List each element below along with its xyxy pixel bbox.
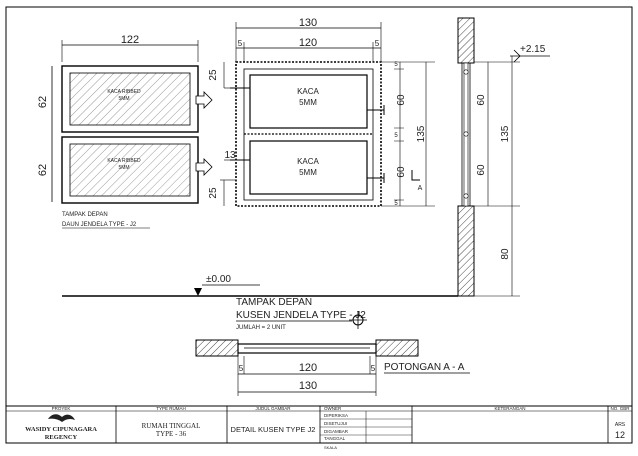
tb-project-line-1: WASIDY CIPUNAGARA <box>25 426 97 433</box>
wall-lower <box>457 205 475 297</box>
tb-row-disetujui: DISETUJUI <box>324 421 347 426</box>
section-a-a: 120 5 5 130 POTONGAN A - A <box>195 339 470 396</box>
side-80-label: 80 <box>500 248 511 260</box>
tb-header-owner: OWNER <box>324 406 342 411</box>
level-marker-icon <box>513 49 521 63</box>
leaf-elevation: 122 62 62 KACA RIBBED 5MM KACA RIBBED 5M… <box>37 34 213 229</box>
floor-level: ±0.00 <box>62 274 458 297</box>
leaf-top-glass-label-1: KACA RIBBED <box>107 89 141 95</box>
tb-sheet-code: ARS <box>615 422 626 428</box>
tb-header-no: NO. GBR <box>610 406 630 411</box>
level-marker-icon <box>194 288 202 296</box>
dim-122-label: 122 <box>121 34 139 46</box>
arrow-icon <box>195 91 213 109</box>
pane-60-top-label: 60 <box>396 94 407 106</box>
frame-caption-title: TAMPAK DEPAN <box>236 297 312 308</box>
frame-pane-top <box>249 74 368 129</box>
section-120-label: 120 <box>299 362 317 374</box>
arrow-icon <box>195 158 213 176</box>
section-5-right: 5 <box>371 364 376 373</box>
dim-62-top-label: 62 <box>37 96 49 108</box>
side-section: 60 60 135 80 +2.15 <box>457 17 550 297</box>
frame-pane-top-label-2: 5MM <box>299 98 317 107</box>
floor-level-label: ±0.00 <box>206 274 231 285</box>
sheet-border <box>5 6 633 444</box>
tb-header-proyek: PROYEK <box>52 406 71 411</box>
leaf-caption-1: TAMPAK DEPAN <box>62 212 108 218</box>
tb-row-skala: SKALA <box>324 445 337 450</box>
pane-60-bottom-label: 60 <box>396 166 407 178</box>
frame-pane-bottom-label-1: KACA <box>297 157 319 166</box>
tb-header-keterangan: KETERANGAN <box>494 406 525 411</box>
title-block: PROYEK TYPE RUMAH JUDUL GAMBAR OWNER KET… <box>6 405 632 443</box>
company-logo-icon <box>48 414 75 422</box>
frame-pane-bottom-label-2: 5MM <box>299 168 317 177</box>
frame-pane-bottom <box>249 140 368 195</box>
level-top-label: +2.15 <box>520 44 546 55</box>
leaf-top-glass <box>69 72 191 126</box>
frame-outline <box>235 61 382 207</box>
leaf-caption-2: DAUN JENDELA TYPE - J2 <box>62 222 137 228</box>
dim-5-left-label: 5 <box>238 39 243 48</box>
tb-header-judul: JUDUL GAMBAR <box>255 406 291 411</box>
dim-62-bottom-label: 62 <box>37 164 49 176</box>
leaf-bottom-glass-label-1: KACA RIBBED <box>107 158 141 164</box>
tb-sheet-no: 12 <box>615 430 625 440</box>
rail-5-label-mid: 5 <box>394 133 398 139</box>
section-130-label: 130 <box>299 380 317 392</box>
section-5-left: 5 <box>239 364 244 373</box>
dim-13-label: 13 <box>224 150 236 161</box>
frame-elevation: 130 120 5 5 25 13 25 KACA 5MM KACA 5MM <box>208 17 435 331</box>
tb-house-type-1: RUMAH TINGGAL <box>142 422 201 430</box>
dim-25-top-label: 25 <box>208 69 219 81</box>
frame-pane-top-label-1: KACA <box>297 87 319 96</box>
side-135-label: 135 <box>500 125 511 142</box>
dim-120-label: 120 <box>299 37 317 49</box>
tb-header-type: TYPE RUMAH <box>156 406 186 411</box>
tb-row-digambar: DIGAMBAR <box>324 429 349 434</box>
frame-caption-qty: JUMLAH = 2 UNIT <box>236 325 286 331</box>
rail-5-label: 5 <box>394 62 398 68</box>
leaf-bottom-glass <box>69 143 191 197</box>
leaf-bottom-glass-label-2: 5MM <box>118 165 129 171</box>
dim-25-bottom-label: 25 <box>208 187 219 199</box>
rail-5-label-bottom: 5 <box>394 201 398 207</box>
section-wall-right <box>375 339 419 357</box>
dim-130-label: 130 <box>299 17 317 29</box>
side-60-bottom-label: 60 <box>476 164 487 176</box>
section-wall-left <box>195 339 239 357</box>
wall-upper <box>457 17 475 64</box>
dim-135-label: 135 <box>416 125 427 142</box>
tb-house-type-2: TYPE - 36 <box>156 430 187 438</box>
section-title: POTONGAN A - A <box>384 362 465 373</box>
side-60-top-label: 60 <box>476 94 487 106</box>
tb-row-diperiksa: DIPERIKSA <box>324 413 348 418</box>
section-mark-a: A <box>418 185 423 192</box>
section-frame <box>237 343 377 354</box>
tb-row-tanggal: TANGGAL <box>324 436 346 441</box>
dim-5-right-label: 5 <box>375 39 380 48</box>
frame-caption-name: KUSEN JENDELA TYPE - J2 <box>236 310 366 321</box>
tb-drawing-title: DETAIL KUSEN TYPE J2 <box>231 425 316 434</box>
tb-project-line-2: REGENCY <box>45 434 78 441</box>
leaf-top-glass-label-2: 5MM <box>118 96 129 102</box>
